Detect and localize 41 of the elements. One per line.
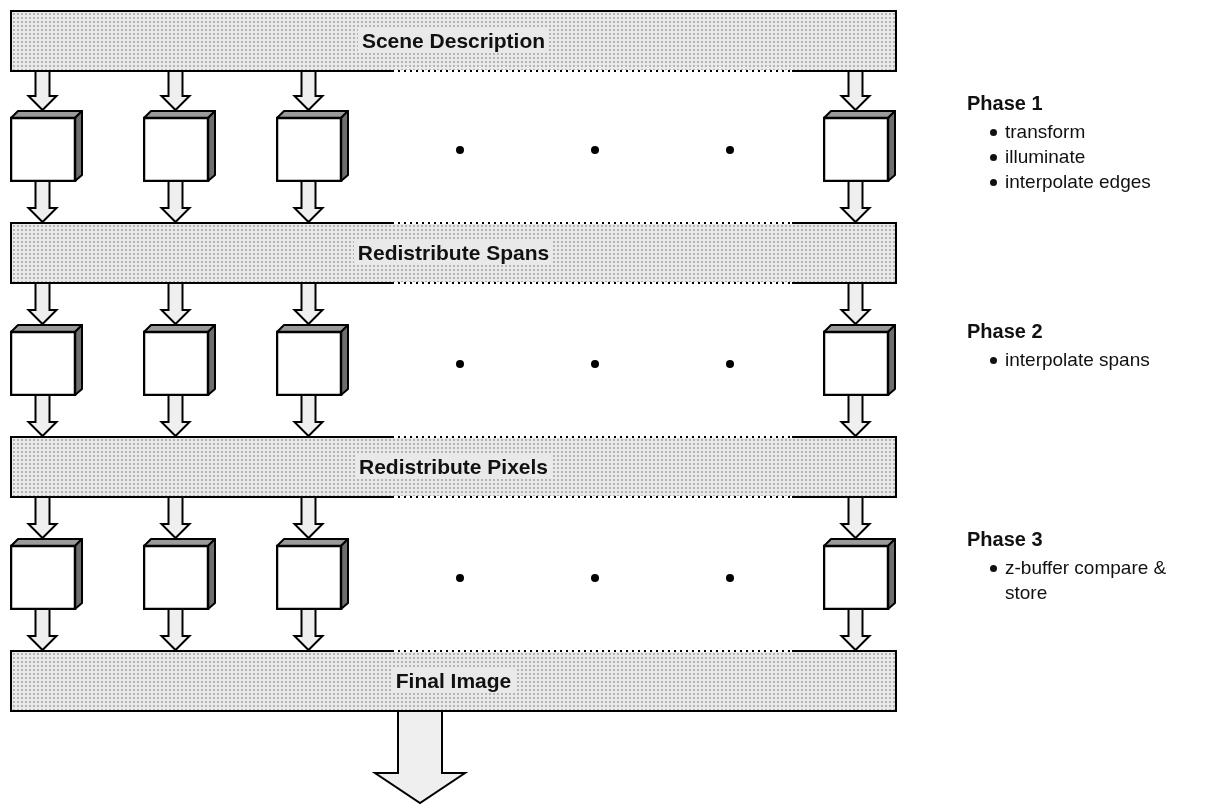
stage-title: Redistribute Pixels (354, 455, 553, 479)
block-arrow (159, 71, 192, 112)
block-arrow (292, 609, 325, 652)
block-arrow (839, 71, 872, 112)
stage-title: Redistribute Spans (353, 241, 554, 265)
block-arrow (292, 71, 325, 112)
block-arrow (159, 395, 192, 438)
stage-band (10, 436, 897, 498)
block-arrow (26, 71, 59, 112)
block-arrow (839, 609, 872, 652)
block-arrow (26, 181, 59, 224)
phase-heading: Phase 1 (967, 92, 1043, 115)
phase-step: interpolate edges (1005, 169, 1195, 194)
block-arrow (159, 609, 192, 652)
block-arrow (159, 283, 192, 326)
block-arrow (159, 497, 192, 540)
phase-step: illuminate (1005, 144, 1195, 169)
block-arrow (839, 181, 872, 224)
phase-step: transform (1005, 119, 1195, 144)
phase-heading: Phase 3 (967, 528, 1043, 551)
block-arrow (159, 181, 192, 224)
stage-band (10, 222, 897, 284)
stage-title: Scene Description (357, 29, 550, 53)
block-arrow (292, 497, 325, 540)
block-arrow (26, 609, 59, 652)
stage-band (10, 650, 897, 712)
phase-step: interpolate spans (1005, 347, 1195, 372)
block-arrow (26, 497, 59, 540)
block-arrow (292, 181, 325, 224)
stage-title: Final Image (391, 669, 516, 693)
block-arrow (839, 283, 872, 326)
block-arrow (26, 283, 59, 326)
block-arrow (26, 395, 59, 438)
phase-heading: Phase 2 (967, 320, 1043, 343)
block-arrow (292, 283, 325, 326)
block-arrow (371, 711, 469, 805)
block-arrow (839, 497, 872, 540)
stage-band (10, 10, 897, 72)
phase-step: z-buffer compare & store (1005, 555, 1195, 605)
block-arrow (839, 395, 872, 438)
block-arrow (292, 395, 325, 438)
